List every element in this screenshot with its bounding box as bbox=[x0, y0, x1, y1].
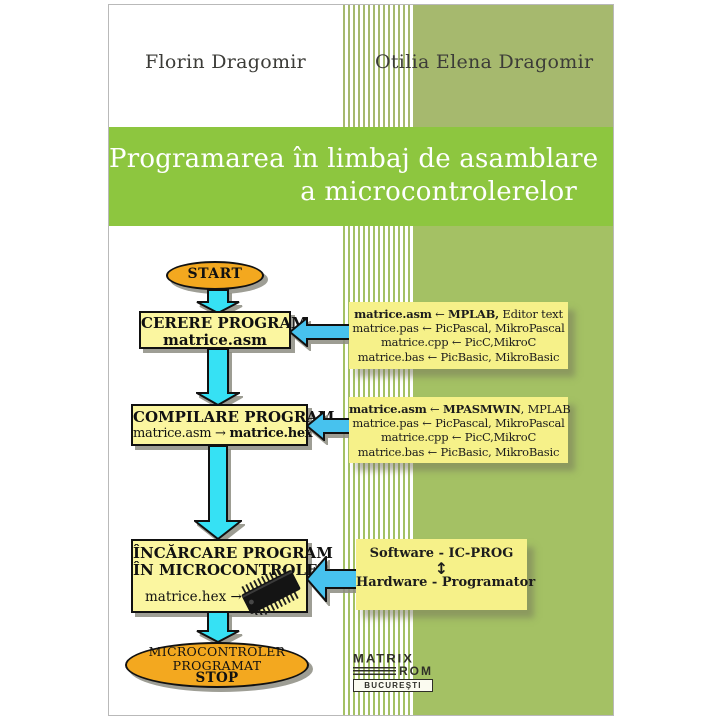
flowchart-box-cerere-program: CERERE PROGRAM matrice.asm bbox=[139, 311, 308, 349]
flowchart-box-compilare-program: COMPILARE PROGRAM matrice.asm → matrice.… bbox=[131, 404, 335, 446]
box3-line1: ÎNCĂRCARE PROGRAM bbox=[133, 544, 333, 562]
note1-line4: matrice.bas ← PicBasic, MikroBasic bbox=[357, 349, 560, 364]
note2-line1: matrice.asm ← MPASMWIN, MPLAB bbox=[349, 402, 571, 416]
end-line1: MICROCONTROLER bbox=[148, 644, 286, 659]
note1-line1: matrice.asm ← MPLAB, Editor text bbox=[354, 307, 563, 321]
publisher-city-label: BUCUREŞTI bbox=[353, 679, 433, 692]
note-compiler-tools: matrice.asm ← MPASMWIN, MPLAB matrice.pa… bbox=[349, 397, 571, 463]
note1-line2: matrice.pas ← PicPascal, MikroPascal bbox=[352, 321, 565, 336]
publisher-logo-matrix-rom: MATRIX ROM BUCUREŞTI bbox=[353, 651, 433, 692]
box2-line2: matrice.asm → matrice.hex bbox=[133, 425, 313, 441]
end-stop-label: STOP bbox=[195, 670, 239, 686]
side-stripe-transition bbox=[343, 226, 415, 715]
book-cover: Florin Dragomir Otilia Elena Dragomir Pr… bbox=[108, 4, 614, 716]
side-green-column bbox=[415, 226, 613, 715]
note3-line2: Hardware - Programator bbox=[356, 575, 536, 591]
book-title-line2: a microcontrolerelor bbox=[300, 177, 577, 207]
down-arrow-icon bbox=[196, 289, 240, 314]
box2-line1: COMPILARE PROGRAM bbox=[133, 408, 335, 426]
box1-line1: CERERE PROGRAM bbox=[141, 314, 308, 332]
down-arrow-icon bbox=[196, 611, 240, 643]
flowchart-start-terminator: START bbox=[166, 261, 264, 290]
logo-lines-decoration bbox=[353, 667, 396, 675]
left-arrow-icon bbox=[289, 317, 351, 347]
microcontroller-chip-icon bbox=[241, 569, 301, 615]
author-name-right: Otilia Elena Dragomir bbox=[375, 51, 594, 73]
title-banner: Programarea în limbaj de asamblare a mic… bbox=[109, 127, 613, 226]
flowchart-end-terminator: MICROCONTROLER PROGRAMAT STOP bbox=[125, 642, 309, 688]
note2-line4: matrice.bas ← PicBasic, MikroBasic bbox=[357, 444, 560, 459]
note-programmer-tools: Software - IC-PROG ↕ Hardware - Programa… bbox=[356, 539, 536, 610]
box1-line2: matrice.asm bbox=[162, 330, 268, 349]
top-stripe-transition bbox=[343, 5, 413, 127]
left-arrow-icon bbox=[306, 556, 358, 602]
author-name-left: Florin Dragomir bbox=[145, 51, 307, 73]
end-line2: PROGRAMAT bbox=[172, 657, 262, 673]
up-down-arrow-icon: ↕ bbox=[434, 559, 449, 579]
flowchart-box-incarcare-program: ÎNCĂRCARE PROGRAM ÎN MICROCONTROLER matr… bbox=[131, 539, 333, 615]
note2-line2: matrice.pas ← PicPascal, MikroPascal bbox=[352, 416, 565, 431]
publisher-matrix-label: MATRIX bbox=[353, 651, 414, 666]
note-editor-tools: matrice.asm ← MPLAB, Editor text matrice… bbox=[349, 302, 568, 369]
box3-hex-label: matrice.hex → bbox=[145, 589, 242, 605]
note2-line3: matrice.cpp ← PicC,MikroC bbox=[380, 430, 537, 445]
book-title-line1: Programarea în limbaj de asamblare bbox=[109, 144, 599, 174]
down-arrow-icon bbox=[196, 348, 240, 406]
publisher-rom-label: ROM bbox=[399, 664, 433, 678]
note3-line1: Software - IC-PROG bbox=[369, 546, 514, 561]
start-label: START bbox=[187, 266, 243, 282]
down-arrow-icon bbox=[194, 445, 242, 540]
top-olive-block bbox=[413, 5, 613, 127]
note1-line3: matrice.cpp ← PicC,MikroC bbox=[380, 335, 537, 350]
